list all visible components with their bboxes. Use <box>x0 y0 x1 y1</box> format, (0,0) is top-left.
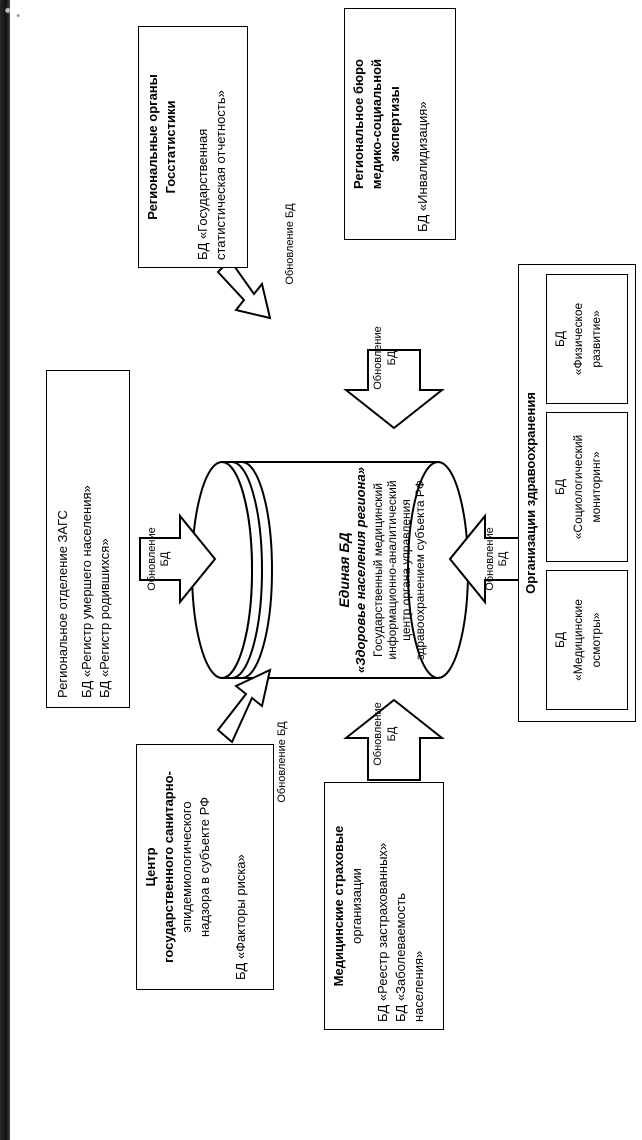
db-physical-l3: развитие» <box>589 310 603 368</box>
arrow-sanepid <box>216 668 272 744</box>
insurance-db3: населения» <box>411 950 426 1022</box>
gosstat-db2: статистическая отчетность» <box>213 90 228 260</box>
gosstat-db1: БД «Государственная <box>195 128 210 260</box>
arrow-health-orgs <box>448 513 521 605</box>
sanepid-title4: надзора в субъекте РФ <box>197 796 212 938</box>
scan-speck <box>0 0 26 26</box>
gosstat-title1: Региональные органы <box>145 74 160 220</box>
gosstat-title2: Госстатистики <box>163 100 178 194</box>
zags-db2: БД «Регистр родившихся» <box>97 538 112 698</box>
sanepid-title1: Центр <box>143 847 158 887</box>
insurance-db1: БД «Реестр застрахованных» <box>375 842 390 1022</box>
db-medical-exams-l1: БД <box>553 632 567 649</box>
mse-title2: медико-социальной <box>369 58 384 190</box>
db-sociological-l1: БД <box>553 479 567 496</box>
db-medical-exams-l3: осмотры» <box>589 612 603 668</box>
zags-db1: БД «Регистр умершего населения» <box>79 485 94 698</box>
arrow-insurance-label-2: БД <box>386 726 398 742</box>
central-db-subtitle: «Здоровье населения региона» <box>353 467 368 673</box>
zags-title: Региональное отделение ЗАГС <box>55 510 70 698</box>
arrow-health-label-1: Обновление <box>484 527 496 591</box>
db-sociological-l2: «Социологический <box>571 434 585 540</box>
arrow-gosstat <box>216 258 272 320</box>
db-physical-l2: «Физическое <box>571 302 585 376</box>
central-db-title: Единая БД <box>336 532 352 608</box>
insurance-db2: БД «Заболеваемость <box>393 892 408 1022</box>
arrow-mse-label-2: БД <box>386 350 398 366</box>
arrow-insurance-label-1: Обновление <box>372 702 384 766</box>
mse-title3: экспертизы <box>387 86 402 162</box>
central-db-line2: информационно-аналитический <box>385 480 399 660</box>
arrow-sanepid-label: Обновление БД <box>276 721 288 803</box>
db-physical-l1: БД <box>553 331 567 348</box>
db-medical-exams-l2: «Медицинские <box>571 599 585 681</box>
insurance-title1: Медицинские страховые <box>331 825 346 987</box>
sanepid-db: БД «Факторы риска» <box>233 854 248 980</box>
insurance-title2: организации <box>349 868 364 944</box>
health-orgs-title: Организации здравоохранения <box>523 392 538 594</box>
scan-edge <box>0 0 10 1140</box>
sanepid-title2: государственного санитарно- <box>161 771 176 963</box>
arrow-insurance <box>343 698 445 781</box>
mse-title1: Региональное бюро <box>351 59 366 189</box>
arrow-zags-label-2: БД <box>159 551 171 567</box>
central-db-line4: здравоохранением субъекта РФ <box>413 480 427 660</box>
arrow-zags-label-1: Обновление <box>146 527 158 591</box>
db-sociological-l3: мониторинг» <box>589 451 603 523</box>
central-db-line3: центр органа управления <box>399 499 413 641</box>
arrow-mse <box>343 349 445 430</box>
arrow-health-label-2: БД <box>497 551 509 567</box>
arrow-mse-label-1: Обновление <box>372 326 384 390</box>
sanepid-title3: эпидемиологического <box>179 801 194 933</box>
arrow-gosstat-label: Обновление БД <box>284 203 296 285</box>
mse-db: БД «Инвалидизация» <box>415 101 430 232</box>
central-db-line1: Государственный медицинский <box>371 483 385 657</box>
arrow-zags <box>139 513 217 605</box>
